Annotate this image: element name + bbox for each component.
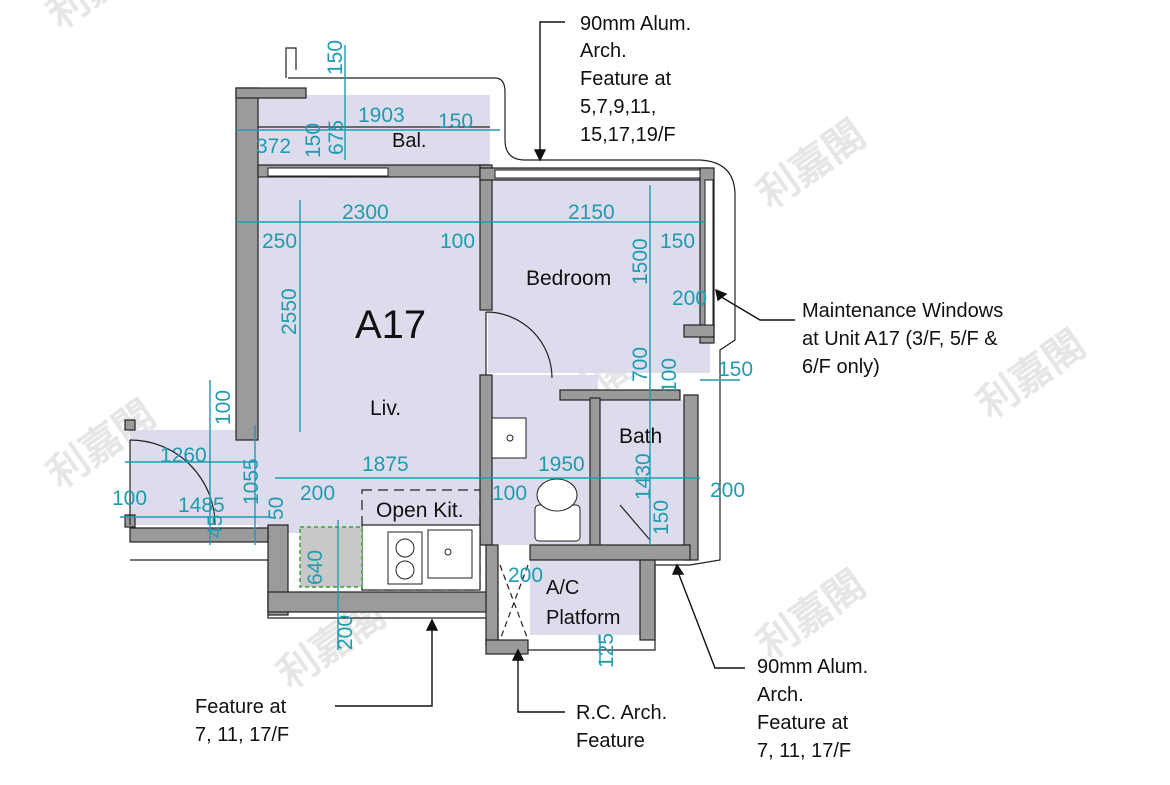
dim-text: 2150 — [568, 201, 615, 224]
balcony-post — [285, 47, 297, 78]
note-bottom-left-line: Feature at — [195, 696, 287, 718]
dim-text: 640 — [304, 550, 327, 585]
living-area — [258, 178, 486, 533]
windows — [267, 167, 714, 326]
watermark-text: 利嘉閣 — [749, 111, 874, 218]
dim-text: 100 — [658, 358, 681, 393]
dim-text: 1875 — [362, 453, 409, 476]
note-leaders — [335, 21, 795, 713]
dim-text: 45 — [204, 515, 227, 538]
dim-text: 1485 — [178, 494, 225, 517]
fridge-space — [299, 526, 363, 588]
dim-text: 150 — [438, 110, 473, 133]
room-label-kitchen: Open Kit. — [376, 499, 464, 522]
dim-text: 200 — [334, 615, 357, 650]
dim-text: 700 — [629, 347, 652, 382]
note-maintenance-line: Maintenance Windows — [802, 300, 1003, 322]
balcony-area — [258, 95, 490, 170]
dim-text: 2550 — [278, 288, 301, 335]
dim-text: 200 — [508, 564, 543, 587]
note-maintenance-line: 6/F only) — [802, 356, 880, 378]
note-top-line: 15,17,19/F — [580, 124, 676, 146]
room-label-bath: Bath — [619, 425, 662, 448]
dimension-lines — [120, 45, 740, 665]
note-bottom-right-line: 90mm Alum. — [757, 656, 868, 678]
outer-feature-outline — [130, 77, 736, 651]
bath-area — [598, 400, 686, 545]
room-label-balcony: Bal. — [392, 130, 426, 152]
bedroom-door — [485, 311, 553, 379]
dim-text: 100 — [440, 230, 475, 253]
hob-icon — [387, 531, 423, 585]
dim-text: 100 — [492, 482, 527, 505]
dim-text: 200 — [710, 479, 745, 502]
dim-text: 372 — [256, 135, 291, 158]
dim-text: 1055 — [240, 458, 263, 505]
bedroom-area — [488, 178, 710, 373]
dimension-labels: 150 1903 150 372 150 675 2300 2150 250 1… — [112, 40, 753, 668]
dim-text: 150 — [302, 123, 325, 158]
dim-text: 675 — [325, 120, 348, 155]
dim-text: 1950 — [538, 453, 585, 476]
dim-text: 2300 — [342, 201, 389, 224]
toilet-icon — [534, 478, 581, 542]
dim-text: 1500 — [629, 238, 652, 285]
dim-text: 100 — [212, 390, 235, 425]
dim-text: 150 — [650, 500, 673, 535]
note-top-line: Feature at — [580, 68, 672, 90]
note-top-line: 5,7,9,11, — [580, 96, 656, 118]
watermark-text: 利嘉閣 — [749, 561, 874, 668]
note-bottom-right-line: Arch. — [757, 684, 804, 706]
dim-text: 1430 — [632, 453, 655, 500]
entrance-door — [129, 439, 216, 526]
unit-label: A17 — [355, 303, 426, 347]
annotations: 90mm Alum. Arch. Feature at 5,7,9,11, 15… — [195, 13, 1003, 762]
room-label-ac-2: Platform — [546, 607, 620, 629]
kitchen-counter — [361, 524, 481, 591]
note-rc-line: Feature — [576, 730, 645, 752]
dim-text: 100 — [112, 487, 147, 510]
note-top-line: Arch. — [580, 40, 627, 62]
dim-text: 1260 — [160, 444, 207, 467]
ac-platform-area — [530, 560, 640, 635]
washbasin-icon — [491, 417, 527, 459]
dim-text: 1903 — [358, 104, 405, 127]
dim-text: 150 — [660, 230, 695, 253]
note-rc-line: R.C. Arch. — [576, 702, 667, 724]
dim-text: 200 — [300, 482, 335, 505]
room-label-ac-1: A/C — [546, 577, 579, 599]
note-bottom-right-line: Feature at — [757, 712, 849, 734]
note-maintenance-line: at Unit A17 (3/F, 5/F & — [802, 328, 998, 350]
room-label-living: Liv. — [370, 397, 401, 420]
dim-text: 125 — [595, 633, 618, 668]
ac-platform-void — [499, 564, 529, 641]
dim-text: 50 — [265, 497, 288, 520]
note-bottom-left-line: 7, 11, 17/F — [195, 724, 289, 746]
room-label-bedroom: Bedroom — [526, 267, 611, 290]
sink-icon — [427, 529, 473, 579]
dim-text: 150 — [324, 40, 347, 75]
note-bottom-right-line: 7, 11, 17/F — [757, 740, 851, 762]
dim-text: 250 — [262, 230, 297, 253]
note-top-line: 90mm Alum. — [580, 13, 691, 35]
bath-door — [619, 504, 651, 541]
entry-area — [130, 430, 258, 525]
dim-text: 150 — [718, 358, 753, 381]
watermark-text: 利嘉閣 — [39, 0, 164, 38]
dim-text: 200 — [672, 287, 707, 310]
